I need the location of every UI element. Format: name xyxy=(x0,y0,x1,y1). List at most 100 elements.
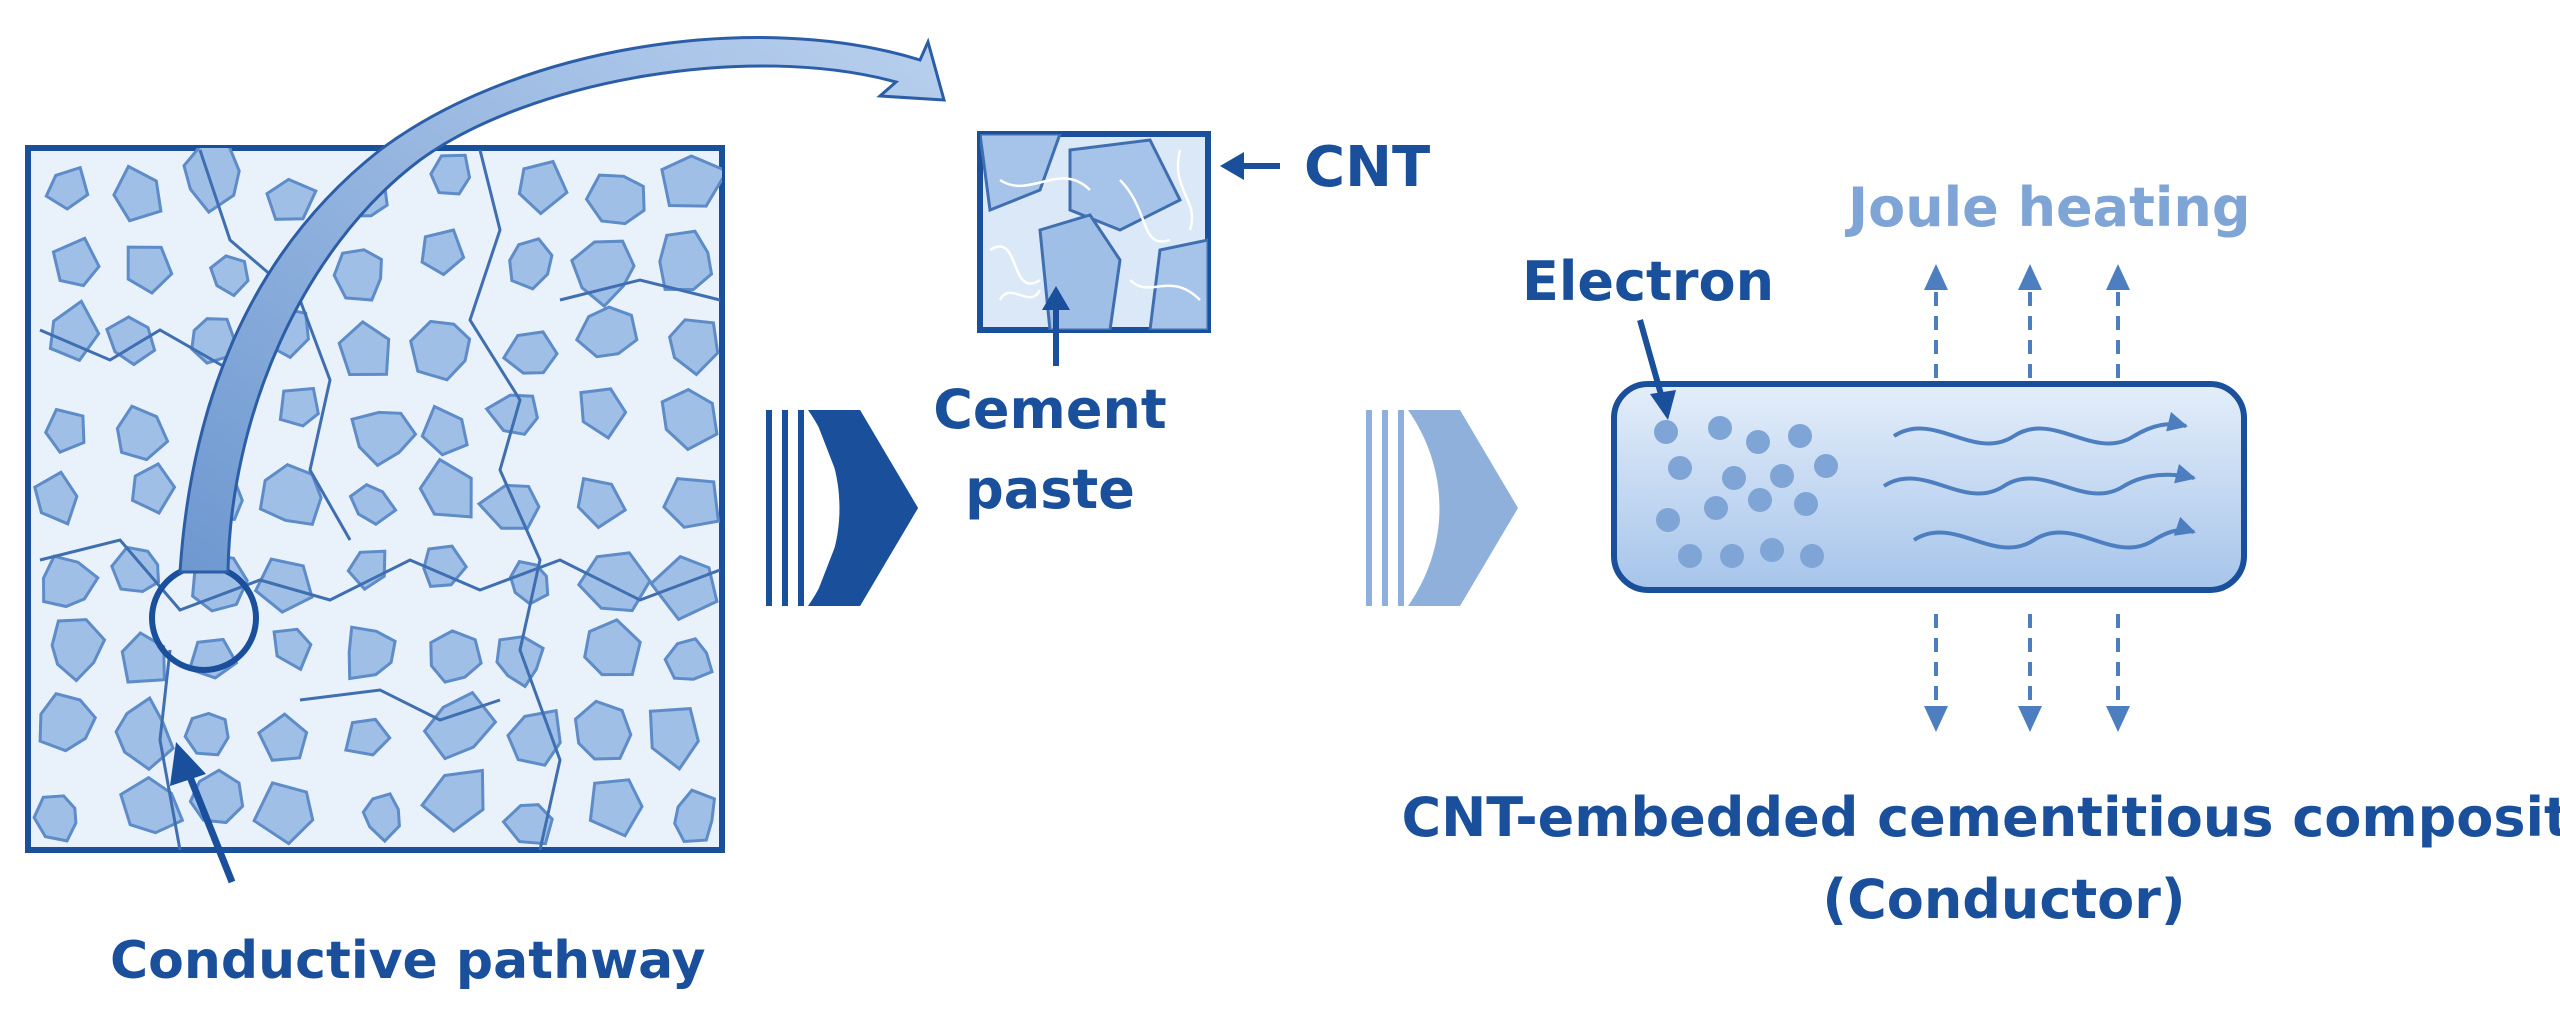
heat-arrows-down xyxy=(1934,614,2120,708)
aggregate-particle xyxy=(346,549,387,592)
cnt-label: CNT xyxy=(1304,135,1430,200)
aggregate-particle xyxy=(183,711,230,757)
aggregate-particle xyxy=(265,177,318,221)
aggregate-particle xyxy=(112,164,163,223)
wave-arrow-icon xyxy=(1882,411,2196,550)
aggregate-particle xyxy=(130,461,177,515)
aggregate-particle xyxy=(48,299,101,363)
aggregate-particle xyxy=(429,153,472,196)
transform-arrow-dark-icon xyxy=(766,410,918,606)
aggregate-particle xyxy=(208,254,250,298)
electron-dot xyxy=(1708,416,1732,440)
electron-dot xyxy=(1654,420,1678,444)
aggregate-particle xyxy=(673,788,717,844)
aggregate-particle xyxy=(115,404,170,462)
aggregate-particle xyxy=(484,393,540,436)
aggregate-particle xyxy=(429,629,483,684)
electron-dot xyxy=(1800,544,1824,568)
aggregate-particle xyxy=(574,305,639,359)
aggregate-particle xyxy=(114,695,175,772)
aggregate-particle xyxy=(337,320,391,377)
electron-pointer-arrow-icon xyxy=(1637,319,1676,420)
concrete-block xyxy=(25,145,725,853)
aggregate-particle xyxy=(660,154,722,208)
aggregate-particles xyxy=(32,148,722,846)
electron-dot xyxy=(1746,430,1770,454)
dashed-down-arrow-icon xyxy=(1924,706,2130,732)
aggregate-particle xyxy=(256,712,309,762)
aggregate-particle xyxy=(361,792,401,844)
cement-label-line2: paste xyxy=(965,458,1135,521)
aggregate-particle xyxy=(579,387,628,440)
aggregate-particle xyxy=(126,245,174,295)
aggregate-particle xyxy=(32,794,78,843)
aggregate-particle xyxy=(648,707,700,772)
heat-arrows-up xyxy=(1934,288,2120,378)
dashed-up-arrow-icon xyxy=(1924,264,2130,290)
aggregate-particle xyxy=(501,330,559,375)
aggregate-particle xyxy=(583,618,642,677)
aggregate-particle xyxy=(584,173,646,226)
pointer-arrow-icon xyxy=(170,742,236,884)
paste-microstructure xyxy=(980,134,1208,330)
aggregate-particle xyxy=(272,627,313,672)
aggregate-particle xyxy=(347,625,397,681)
aggregate-particle xyxy=(420,228,466,277)
electron-dot xyxy=(1704,496,1728,520)
electron-dot xyxy=(1770,464,1794,488)
conductor-rod xyxy=(1611,381,2247,593)
aggregate-particle xyxy=(278,386,320,428)
aggregate-particle xyxy=(422,690,498,761)
aggregate-particle xyxy=(420,768,485,833)
aggregate-particle xyxy=(420,404,469,457)
composite-label-line1: CNT-embedded cementitious composite xyxy=(1401,786,2560,849)
aggregate-particle xyxy=(517,159,569,216)
aggregate-particle xyxy=(576,476,628,530)
electron-dot xyxy=(1722,466,1746,490)
aggregate-particle xyxy=(119,775,185,835)
electron-dot xyxy=(1814,454,1838,478)
aggregate-particle xyxy=(476,483,541,530)
aggregate-particle xyxy=(43,407,86,455)
cement-paste-zoom xyxy=(977,131,1211,333)
aggregate-particle xyxy=(258,463,323,526)
aggregate-particle xyxy=(344,717,392,757)
aggregate-particle xyxy=(332,248,383,302)
electron-dot xyxy=(1720,544,1744,568)
joule-heating-label: Joule heating xyxy=(1844,176,2251,239)
electron-label: Electron xyxy=(1522,250,1774,313)
aggregate-particle xyxy=(350,410,418,468)
electron-dot xyxy=(1668,456,1692,480)
electron-dot xyxy=(1656,508,1680,532)
electron-dots xyxy=(1654,416,1838,568)
electron-dot xyxy=(1760,538,1784,562)
aggregate-particle xyxy=(409,319,472,382)
aggregate-particle xyxy=(667,318,720,377)
aggregate-particle xyxy=(501,803,554,846)
aggregate-particle xyxy=(660,387,719,452)
aggregate-particle xyxy=(662,477,721,529)
transform-arrow-light-icon xyxy=(1366,410,1518,606)
aggregate-particle xyxy=(105,315,157,367)
aggregate-particle xyxy=(44,165,90,211)
aggregate-particle xyxy=(252,781,315,846)
aggregate-particle xyxy=(38,691,98,753)
aggregate-particle xyxy=(663,637,714,681)
aggregate-particle xyxy=(508,237,554,291)
cement-label-line1: Cement xyxy=(933,378,1166,441)
cnt-pointer-arrow-icon xyxy=(1220,152,1280,180)
aggregate-particle xyxy=(588,778,644,838)
cement-pointer-arrow-icon xyxy=(1042,286,1070,366)
aggregate-particle xyxy=(50,618,107,683)
aggregate-particle xyxy=(41,554,100,609)
electron-dot xyxy=(1788,424,1812,448)
aggregate-particle xyxy=(573,699,633,761)
aggregate-particle xyxy=(570,239,636,309)
electron-dot xyxy=(1794,492,1818,516)
aggregate-particle xyxy=(658,229,714,292)
composite-label-line2: (Conductor) xyxy=(1822,868,2185,931)
aggregate-particle xyxy=(348,482,398,526)
aggregate-particle xyxy=(182,148,241,215)
electron-dot xyxy=(1678,544,1702,568)
